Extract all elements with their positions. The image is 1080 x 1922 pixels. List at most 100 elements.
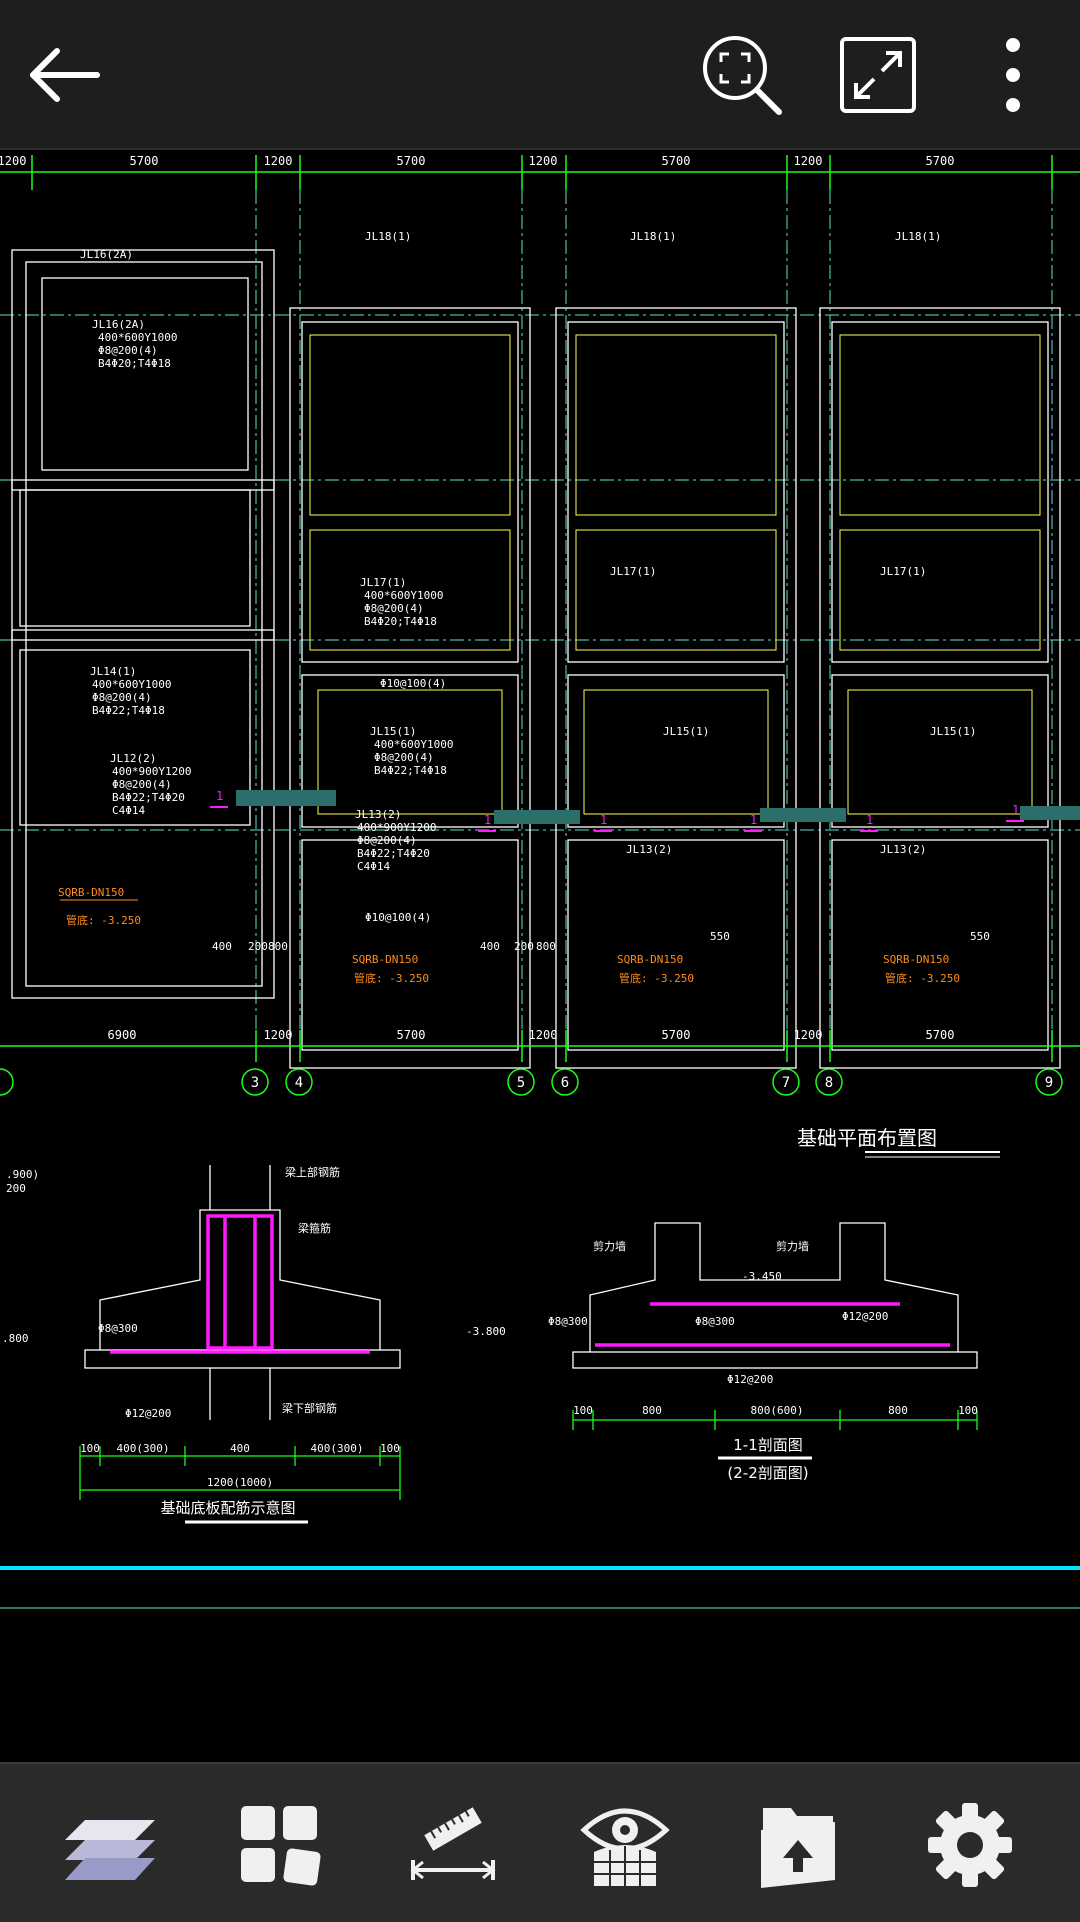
dim-label: 550 <box>970 930 990 943</box>
svg-text:1: 1 <box>216 789 223 803</box>
dim-label: 400(300) <box>117 1442 170 1455</box>
settings-gear-icon <box>928 1803 1012 1887</box>
dim-label: 100 <box>380 1442 400 1455</box>
layout-grid-icon <box>241 1806 321 1886</box>
beam-label: 400*600Y1000 <box>92 678 171 691</box>
measure-button[interactable] <box>398 1790 508 1900</box>
view-button[interactable] <box>570 1790 680 1900</box>
section-subtitle: (2-2剖面图) <box>727 1464 808 1482</box>
dim-label: 100 <box>958 1404 978 1417</box>
sqrb-pipe-label: 管底: -3.250 <box>66 913 141 927</box>
dim-label: 5700 <box>926 1028 955 1042</box>
dim-label: 400 <box>212 940 232 953</box>
layers-button[interactable] <box>55 1790 165 1900</box>
section-slab-rebar: 梁上部钢筋 梁箍筋 梁下部钢筋 Φ8@300 Φ12@200 .900) 200… <box>2 1165 401 1524</box>
beam-label: JL18(1) <box>895 230 941 243</box>
sqrb-label: SQRB-DN150 <box>617 953 683 966</box>
beam-label: Φ10@100(4) <box>365 911 431 924</box>
sqrb-pipe-label: 管底: -3.250 <box>619 971 694 985</box>
dim-label: 1200 <box>794 154 823 168</box>
elev-label: -3.800 <box>466 1325 506 1338</box>
more-menu-button[interactable] <box>968 30 1058 120</box>
plan-title: 基础平面布置图 <box>797 1126 1000 1158</box>
beam-label: JL13(2) <box>626 843 672 856</box>
dim-label: 800 <box>268 940 288 953</box>
rebar-label: Φ8@300 <box>548 1315 588 1328</box>
settings-button[interactable] <box>915 1790 1025 1900</box>
beam-label: B4Φ20;T4Φ18 <box>98 357 171 370</box>
more-vertical-icon <box>1006 38 1020 112</box>
sqrb-callouts: SQRB-DN150 管底: -3.250 SQRB-DN150 管底: -3.… <box>58 886 960 985</box>
elev-label: 200 <box>6 1182 26 1195</box>
layers-icon <box>65 1820 155 1880</box>
foundation-beams <box>11 249 1061 1069</box>
rebar-label: 梁下部钢筋 <box>282 1401 337 1415</box>
top-dimension-line: 1200 5700 1200 5700 1200 5700 1200 5700 <box>0 154 1080 190</box>
dim-label: 800 <box>536 940 556 953</box>
sqrb-label: SQRB-DN150 <box>58 886 124 899</box>
layout-button[interactable] <box>225 1790 335 1900</box>
dim-label: 5700 <box>926 154 955 168</box>
rebar-label: 剪力墙 <box>776 1239 809 1253</box>
dim-label: 1200 <box>264 154 293 168</box>
beam-label: 400*600Y1000 <box>374 738 453 751</box>
dim-label: 550 <box>710 930 730 943</box>
axis-bubble-label: 4 <box>295 1075 303 1091</box>
beam-label: JL15(1) <box>930 725 976 738</box>
svg-text:1: 1 <box>866 813 873 827</box>
rebar-label: Φ8@300 <box>695 1315 735 1328</box>
fullscreen-button[interactable] <box>833 30 923 120</box>
beam-label: C4Φ14 <box>357 860 390 873</box>
dim-label: 400(300) <box>311 1442 364 1455</box>
beam-label: Φ8@200(4) <box>364 602 424 615</box>
beam-label: Φ8@200(4) <box>92 691 152 704</box>
back-button[interactable] <box>20 30 110 120</box>
dim-label: 200 <box>514 940 534 953</box>
rebar-label: 剪力墙 <box>593 1239 626 1253</box>
rebar-label: 梁箍筋 <box>298 1221 331 1235</box>
dim-label: 100 <box>80 1442 100 1455</box>
hatch-pads <box>236 790 1080 824</box>
dim-label: 5700 <box>662 1028 691 1042</box>
beam-label: JL12(2) <box>110 752 156 765</box>
svg-text:1: 1 <box>600 813 607 827</box>
dim-label: 1200 <box>529 1028 558 1042</box>
beam-label: JL15(1) <box>663 725 709 738</box>
beam-label: 400*600Y1000 <box>98 331 177 344</box>
sqrb-pipe-label: 管底: -3.250 <box>354 971 429 985</box>
sqrb-label: SQRB-DN150 <box>883 953 949 966</box>
beam-label: Φ8@200(4) <box>112 778 172 791</box>
elev-label: .800 <box>2 1332 29 1345</box>
view-icon <box>580 1808 670 1886</box>
dim-label: 1200 <box>529 154 558 168</box>
top-toolbar <box>0 0 1080 150</box>
dim-label: 800 <box>642 1404 662 1417</box>
measure-icon <box>410 1807 496 1880</box>
beam-label: B4Φ20;T4Φ18 <box>364 615 437 628</box>
zoom-extents-button[interactable] <box>697 30 787 120</box>
rebar-label: Φ12@200 <box>125 1407 171 1420</box>
dim-label: 5700 <box>397 1028 426 1042</box>
sqrb-label: SQRB-DN150 <box>352 953 418 966</box>
beam-label: 400*900Y1200 <box>357 821 436 834</box>
dim-label: 200 <box>248 940 268 953</box>
dim-label: 400 <box>480 940 500 953</box>
beam-label: 400*600Y1000 <box>364 589 443 602</box>
dim-label: 5700 <box>397 154 426 168</box>
beam-label: JL15(1) <box>370 725 416 738</box>
svg-text:1: 1 <box>1012 803 1019 817</box>
cad-drawing-canvas[interactable]: 1200 5700 1200 5700 1200 5700 1200 5700 <box>0 150 1080 1762</box>
dim-label: 800 <box>888 1404 908 1417</box>
fullscreen-icon <box>840 37 916 113</box>
zoom-extents-icon <box>703 36 782 115</box>
axis-bubble-label: 6 <box>561 1075 569 1091</box>
dim-label: 1200(1000) <box>207 1476 273 1489</box>
beam-label: JL17(1) <box>610 565 656 578</box>
dim-label: 1200 <box>264 1028 293 1042</box>
plan-title-text: 基础平面布置图 <box>797 1126 937 1150</box>
beam-label: B4Φ22;T4Φ20 <box>357 847 430 860</box>
rebar-label: Φ12@200 <box>842 1310 888 1323</box>
rebar-label: 梁上部钢筋 <box>285 1165 340 1179</box>
open-folder-button[interactable] <box>743 1790 853 1900</box>
beam-label: JL17(1) <box>360 576 406 589</box>
